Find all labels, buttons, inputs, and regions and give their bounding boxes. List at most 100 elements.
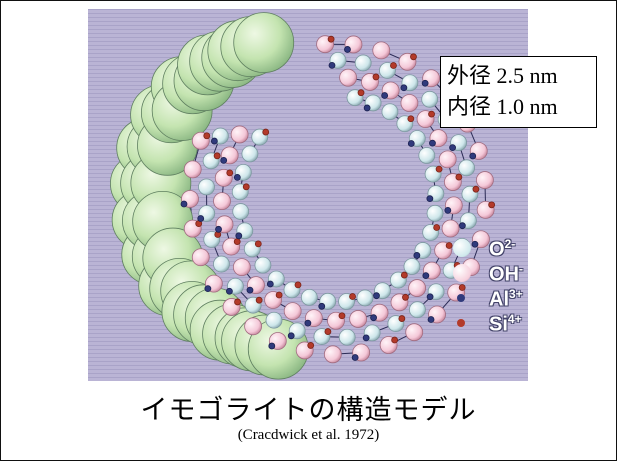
oxygen-atom xyxy=(409,301,426,319)
hydroxyl-atom xyxy=(244,317,263,336)
silicon-atom xyxy=(372,73,380,81)
silicon-atom xyxy=(233,238,241,245)
figure-title: イモゴライトの構造モデル xyxy=(140,395,477,426)
oxygen-atom xyxy=(265,311,283,329)
aluminum-atom xyxy=(318,302,326,310)
aluminum-atom xyxy=(407,140,415,147)
dimension-box: 外径 2.5 nm 内径 1.0 nm xyxy=(440,56,597,128)
hydroxyl-atom xyxy=(408,279,427,297)
hydroxyl-swatch-icon xyxy=(453,264,471,282)
aluminum-atom xyxy=(471,240,479,248)
hydroxyl-atom xyxy=(400,94,419,112)
legend-charge-oxygen: 2- xyxy=(504,237,516,251)
legend-label-silicon: Si xyxy=(489,313,508,336)
outer-diameter-label: 外径 xyxy=(447,63,492,88)
hydroxyl-atom xyxy=(232,258,251,277)
silicon-atom xyxy=(428,110,435,118)
aluminum-atom xyxy=(426,293,434,301)
aluminum-atom xyxy=(351,354,359,361)
silicon-atom xyxy=(203,132,211,140)
hydroxyl-atom xyxy=(230,125,249,144)
oxygen-atom xyxy=(338,328,356,346)
hydroxyl-atom xyxy=(323,345,342,364)
aluminum-atom xyxy=(400,84,408,92)
oxygen-atom xyxy=(418,147,436,164)
large-sphere xyxy=(233,12,295,74)
silicon-atom xyxy=(338,312,346,320)
aluminum-atom xyxy=(268,342,276,350)
aluminum-atom xyxy=(427,316,435,323)
imogolite-structure-illustration xyxy=(88,9,528,381)
silicon-atom xyxy=(234,298,241,306)
aluminum-atom xyxy=(444,206,452,214)
legend-label-oxygen: O xyxy=(489,238,505,261)
aluminum-atom xyxy=(304,319,312,327)
aluminum-atom xyxy=(373,292,380,300)
aluminum-atom xyxy=(370,314,377,322)
silicon-atom xyxy=(254,240,262,248)
aluminum-atom xyxy=(215,225,222,233)
legend-charge-hydroxyl: - xyxy=(519,262,523,276)
legend-item-hydroxyl: OH- xyxy=(451,262,571,287)
figure-citation: (Cracdwick et al. 1972) xyxy=(237,427,380,443)
hydroxyl-atom xyxy=(441,219,460,238)
aluminum-atom xyxy=(363,104,371,112)
hydroxyl-atom xyxy=(191,248,210,267)
silicon-atom xyxy=(324,328,332,335)
silicon-atom xyxy=(400,271,408,279)
aluminum-atom xyxy=(421,79,429,87)
aluminum-atom xyxy=(426,195,434,203)
silicon-atom xyxy=(213,152,221,160)
hydroxyl-atom xyxy=(349,310,368,328)
legend-item-silicon: Si4+ xyxy=(451,312,571,337)
aluminum-atom xyxy=(469,152,477,160)
legend-charge-aluminum: 3+ xyxy=(509,287,523,301)
silicon-atom xyxy=(275,291,283,299)
silicon-atom xyxy=(349,293,356,300)
aluminum-atom xyxy=(235,232,243,240)
silicon-atom xyxy=(458,284,466,291)
silicon-atom xyxy=(445,242,453,249)
silicon-atom xyxy=(327,35,335,43)
aluminum-atom xyxy=(381,92,389,99)
aluminum-atom xyxy=(220,156,228,164)
hydroxyl-atom xyxy=(183,160,202,179)
silicon-atom xyxy=(294,281,302,289)
aluminum-atom xyxy=(413,252,421,259)
aluminum-atom xyxy=(362,334,370,342)
legend-item-oxygen: O2- xyxy=(451,237,571,262)
silicon-atom xyxy=(390,62,397,69)
oxygen-atom xyxy=(354,54,372,72)
oxygen-atom xyxy=(300,289,318,306)
aluminum-atom xyxy=(287,332,295,340)
inner-diameter-value: 1.0 nm xyxy=(496,94,558,119)
aluminum-atom xyxy=(328,62,336,69)
silicon-atom xyxy=(402,293,409,301)
inner-diameter-row: 内径 1.0 nm xyxy=(447,91,590,122)
outer-diameter-row: 外径 2.5 nm xyxy=(447,60,590,91)
silicon-atom xyxy=(255,296,263,304)
hydroxyl-atom xyxy=(438,150,457,169)
aluminum-atom xyxy=(180,200,188,208)
silicon-atom xyxy=(433,224,441,231)
hydroxyl-atom xyxy=(405,323,424,342)
oxygen-atom xyxy=(403,258,421,275)
inner-diameter-label: 内径 xyxy=(447,94,492,119)
aluminum-atom xyxy=(246,286,254,294)
aluminum-atom xyxy=(429,139,436,147)
silicon-atom xyxy=(357,89,365,97)
aluminum-swatch-icon xyxy=(457,294,465,302)
silicon-atom xyxy=(242,183,250,191)
legend-charge-silicon: 4+ xyxy=(507,312,522,326)
silicon-atom xyxy=(455,173,463,181)
aluminum-atom xyxy=(458,222,466,230)
oxygen-atom xyxy=(356,289,374,307)
oxygen-atom xyxy=(232,203,250,220)
aluminum-atom xyxy=(204,285,212,293)
outer-diameter-value: 2.5 nm xyxy=(496,63,558,88)
aluminum-atom xyxy=(344,46,351,53)
silicon-atom xyxy=(391,336,399,344)
legend-item-aluminum: Al3+ xyxy=(451,287,571,312)
hydroxyl-atom xyxy=(475,171,494,189)
silicon-atom xyxy=(435,165,443,173)
